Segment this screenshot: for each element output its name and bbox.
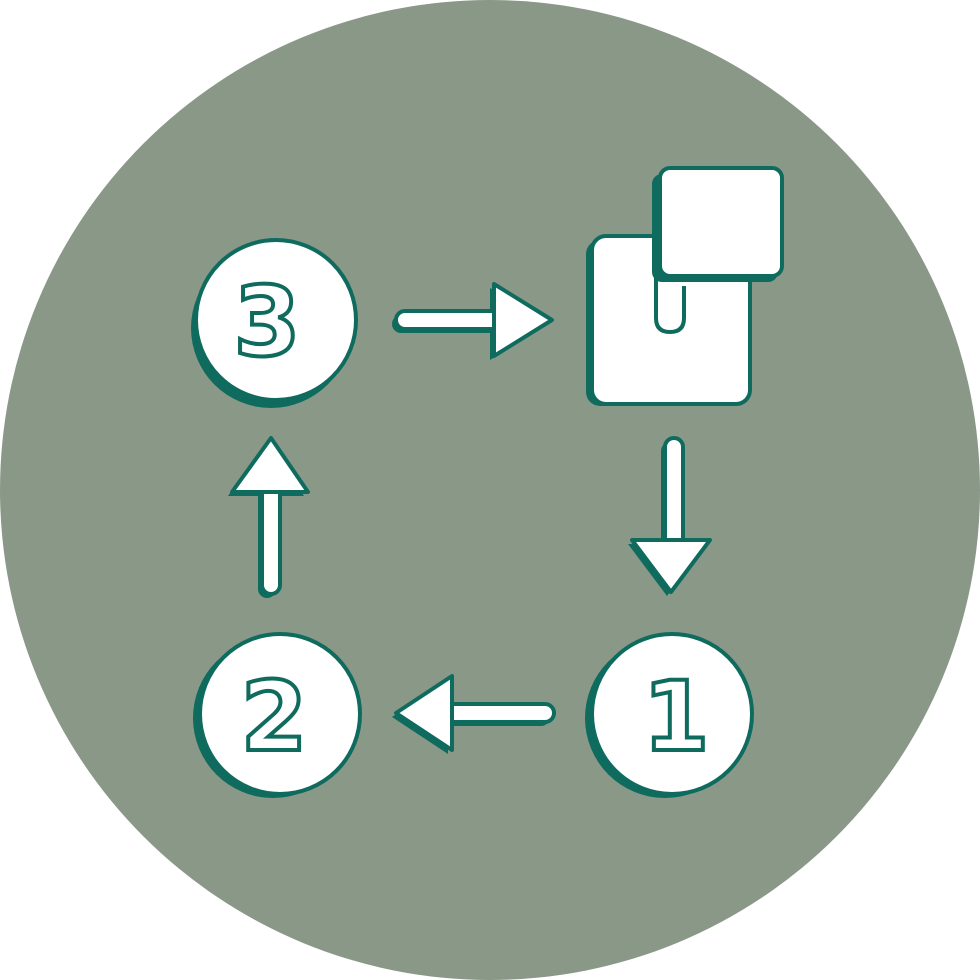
arrow-down-icon bbox=[628, 436, 712, 596]
step-two-label: 2 bbox=[241, 661, 308, 773]
step-one-label: 1 bbox=[643, 661, 710, 773]
step-one-circle: 1 bbox=[585, 632, 754, 798]
step-three-label: 3 bbox=[234, 266, 301, 378]
arrow-up-icon bbox=[228, 436, 310, 598]
step-two-circle: 2 bbox=[193, 632, 362, 798]
arrow-left-icon bbox=[392, 674, 556, 754]
overlapping-squares-icon bbox=[586, 166, 784, 406]
step-three-circle: 3 bbox=[191, 238, 358, 408]
arrow-right-icon bbox=[392, 282, 554, 360]
